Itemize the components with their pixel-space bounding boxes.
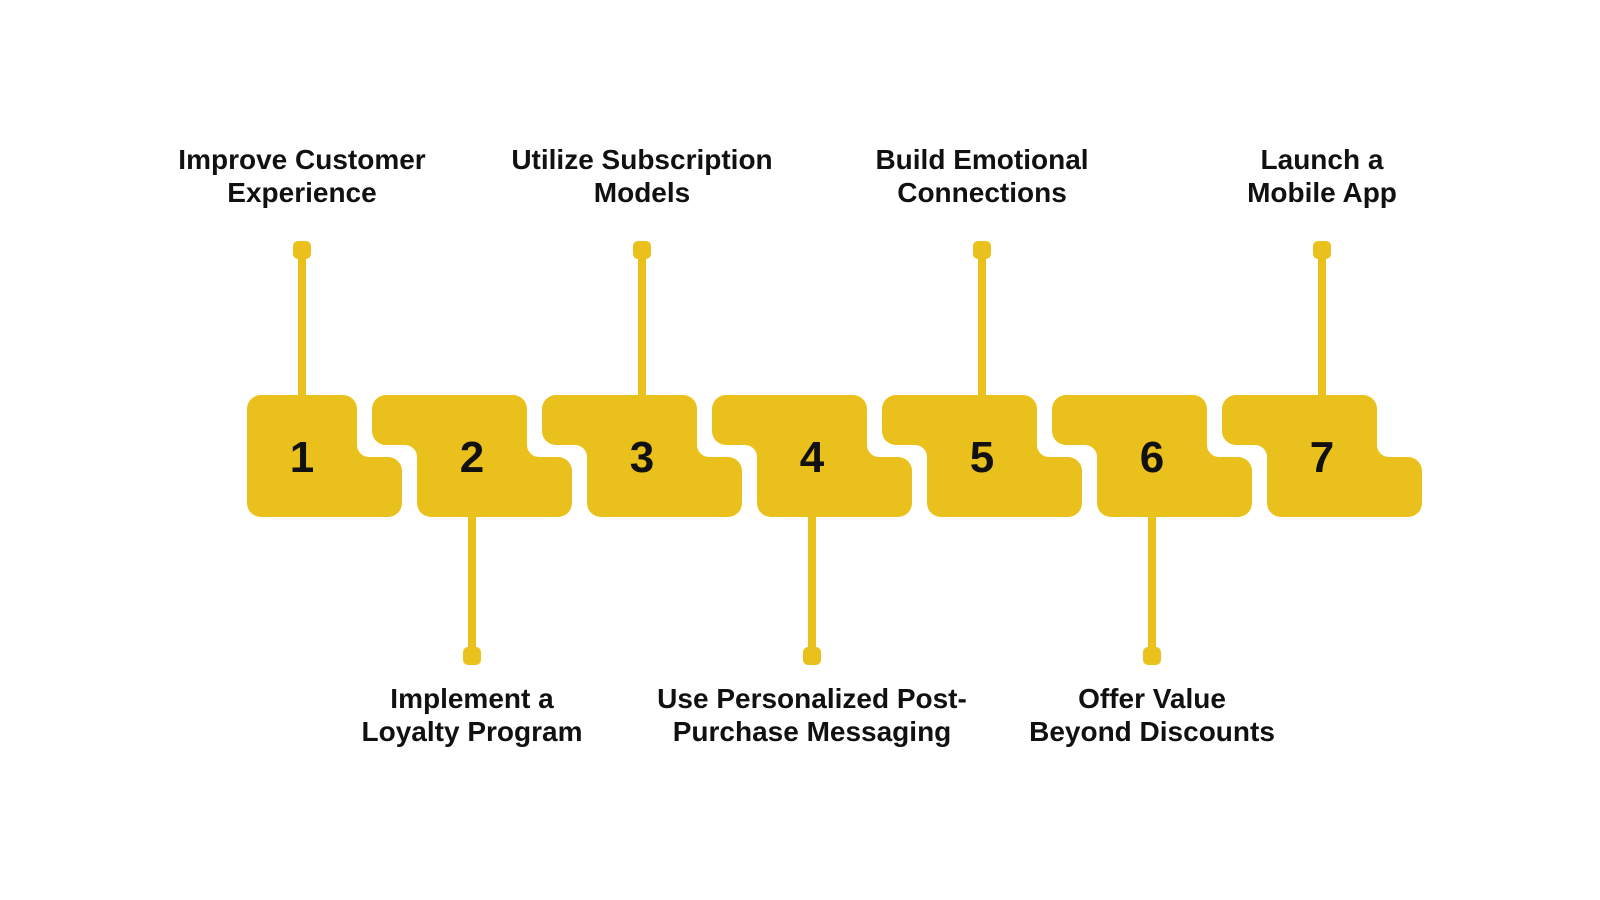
step-label-line: Launch a (1260, 144, 1384, 175)
step-label-line: Experience (227, 177, 377, 208)
step-label-line: Utilize Subscription (511, 144, 773, 175)
step-number-1: 1 (289, 433, 315, 482)
step-number-5: 5 (969, 433, 995, 482)
connector-cap-2 (463, 647, 481, 665)
puzzle-piece-1 (247, 395, 402, 517)
step-number-3: 3 (629, 433, 655, 482)
puzzle-piece-7 (1222, 395, 1422, 517)
step-label-line: Models (593, 177, 691, 208)
connector-line-6 (1148, 517, 1156, 652)
step-number-4: 4 (799, 433, 825, 482)
puzzle-piece-5 (882, 395, 1082, 517)
puzzle-piece-3 (542, 395, 742, 517)
step-number-2: 2 (459, 433, 485, 482)
connector-cap-1 (293, 241, 311, 259)
step-label-4: Use Personalized Post-Purchase Messaging (552, 682, 1072, 748)
step-label-line: Implement a (390, 683, 554, 714)
step-label-line: Connections (897, 177, 1067, 208)
connector-cap-6 (1143, 647, 1161, 665)
step-label-line: Beyond Discounts (1029, 716, 1275, 747)
step-label-line: Purchase Messaging (672, 716, 952, 747)
step-label-line: Improve Customer (178, 144, 426, 175)
puzzle-piece-2 (372, 395, 572, 517)
step-number-6: 6 (1139, 433, 1165, 482)
connector-cap-4 (803, 647, 821, 665)
step-number-7: 7 (1309, 433, 1335, 482)
connector-cap-5 (973, 241, 991, 259)
connector-line-1 (298, 253, 306, 395)
step-label-line: Loyalty Program (361, 716, 583, 747)
connector-cap-7 (1313, 241, 1331, 259)
connector-line-5 (978, 253, 986, 395)
connector-line-3 (638, 253, 646, 395)
connector-line-2 (468, 517, 476, 652)
connector-line-4 (808, 517, 816, 652)
step-label-line: Use Personalized Post- (657, 683, 967, 714)
puzzle-piece-6 (1052, 395, 1252, 517)
connector-cap-3 (633, 241, 651, 259)
puzzle-piece-4 (712, 395, 912, 517)
connector-line-7 (1318, 253, 1326, 395)
step-label-line: Build Emotional (875, 144, 1089, 175)
step-label-line: Mobile App (1247, 177, 1397, 208)
step-label-line: Offer Value (1078, 683, 1226, 714)
